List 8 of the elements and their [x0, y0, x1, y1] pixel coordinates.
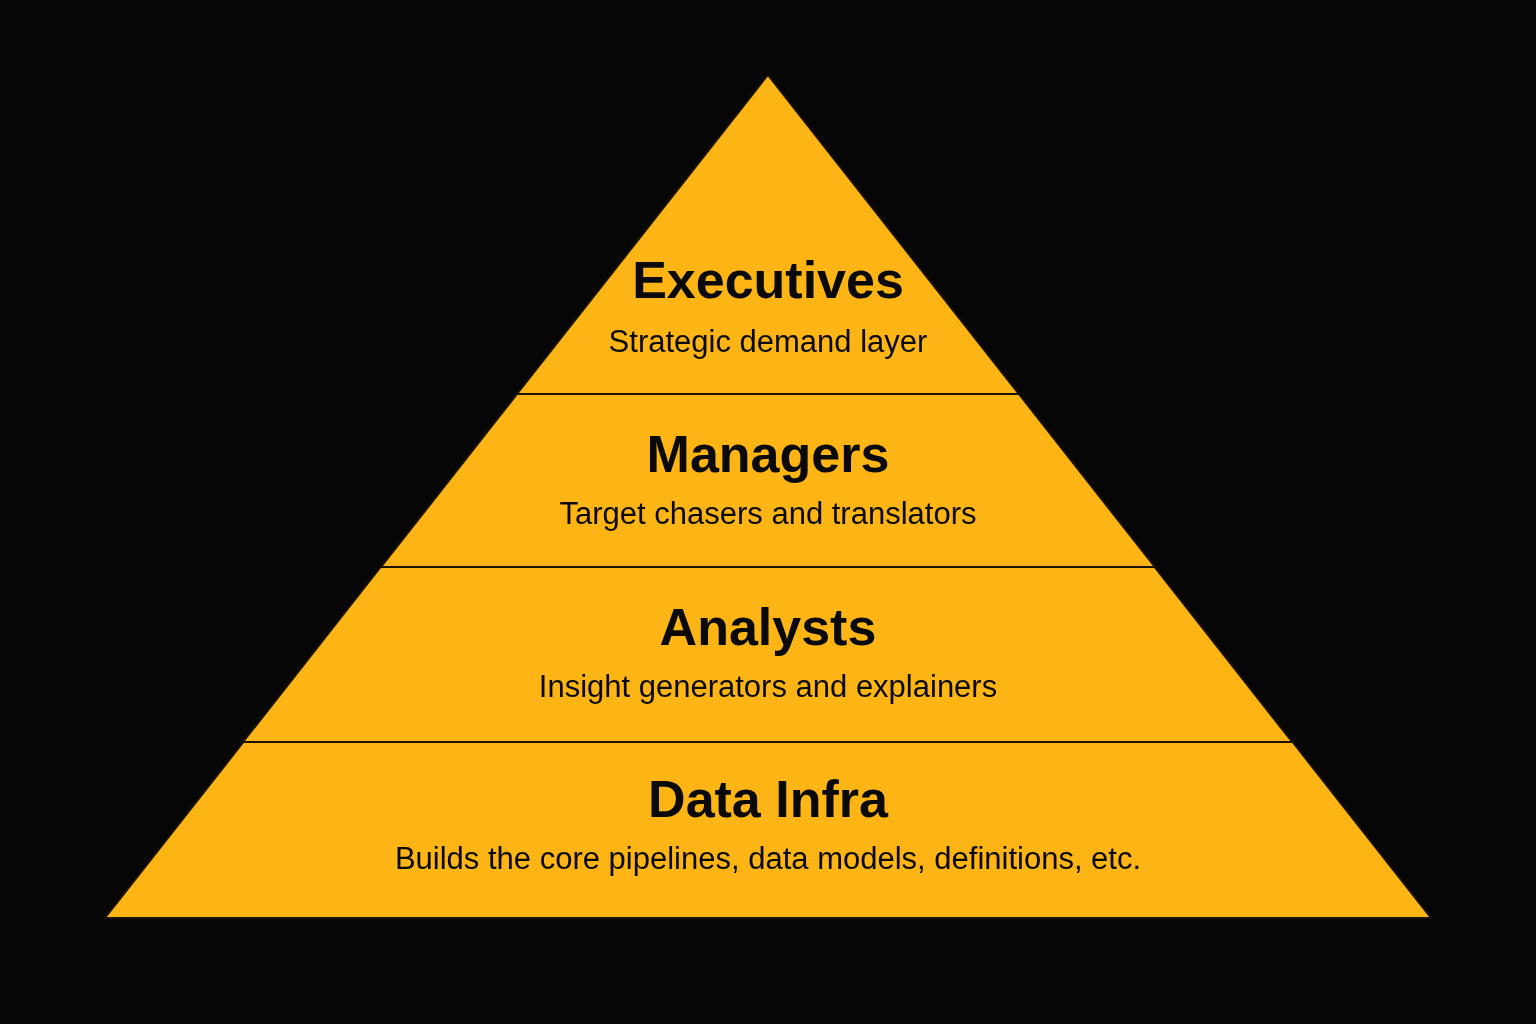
tier-description: Strategic demand layer [608, 324, 928, 359]
tier-heading: Managers [646, 425, 890, 483]
tier-heading: Analysts [659, 598, 877, 656]
tier-heading: Executives [632, 251, 904, 309]
tier-description: Insight generators and explainers [538, 669, 998, 704]
tier-description: Builds the core pipelines, data models, definitions, etc. [394, 841, 1142, 876]
tier-description: Target chasers and translators [559, 496, 977, 531]
tier-heading: Data Infra [648, 770, 888, 828]
